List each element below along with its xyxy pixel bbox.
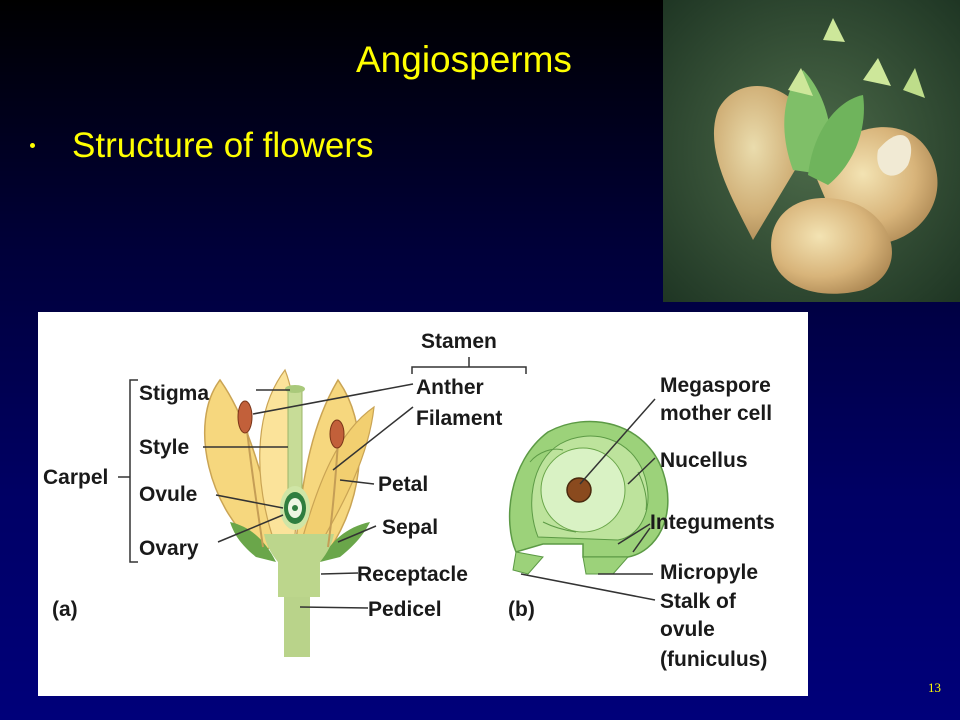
label-filament: Filament xyxy=(416,407,502,430)
diagram-labels: Stamen Anther Filament Stigma Style Carp… xyxy=(43,330,775,671)
label-petal: Petal xyxy=(378,473,428,496)
label-megaspore-line1: Megaspore xyxy=(660,374,771,397)
label-stalk-line1: Stalk of xyxy=(660,590,737,613)
flower-photo xyxy=(663,0,960,302)
label-carpel: Carpel xyxy=(43,466,108,489)
label-micropyle: Micropyle xyxy=(660,561,758,584)
label-panel-a: (a) xyxy=(52,598,78,621)
flower-illustration xyxy=(203,368,375,657)
label-nucellus: Nucellus xyxy=(660,449,748,472)
leader-lines xyxy=(203,383,656,609)
label-stalk-line3: (funiculus) xyxy=(660,648,767,671)
bullet-text: Structure of flowers xyxy=(72,126,374,165)
label-stigma: Stigma xyxy=(139,382,209,405)
ovule-illustration xyxy=(508,420,669,575)
flower-diagram: Stamen Anther Filament Stigma Style Carp… xyxy=(38,312,808,696)
label-stamen: Stamen xyxy=(421,330,497,353)
label-anther: Anther xyxy=(416,376,484,399)
label-ovule: Ovule xyxy=(139,483,197,506)
label-stalk-line2: ovule xyxy=(660,618,715,641)
page-number: 13 xyxy=(928,680,941,695)
label-style: Style xyxy=(139,436,189,459)
slide-title: Angiosperms xyxy=(356,39,572,80)
label-ovary: Ovary xyxy=(139,537,199,560)
label-pedicel: Pedicel xyxy=(368,598,442,621)
label-panel-b: (b) xyxy=(508,598,535,621)
label-receptacle: Receptacle xyxy=(357,563,468,586)
label-sepal: Sepal xyxy=(382,516,438,539)
label-megaspore-line2: mother cell xyxy=(660,402,772,425)
carpel-bracket xyxy=(118,379,138,563)
label-integuments: Integuments xyxy=(650,511,775,534)
stamen-bracket xyxy=(411,357,527,374)
bullet-dot xyxy=(30,143,35,148)
